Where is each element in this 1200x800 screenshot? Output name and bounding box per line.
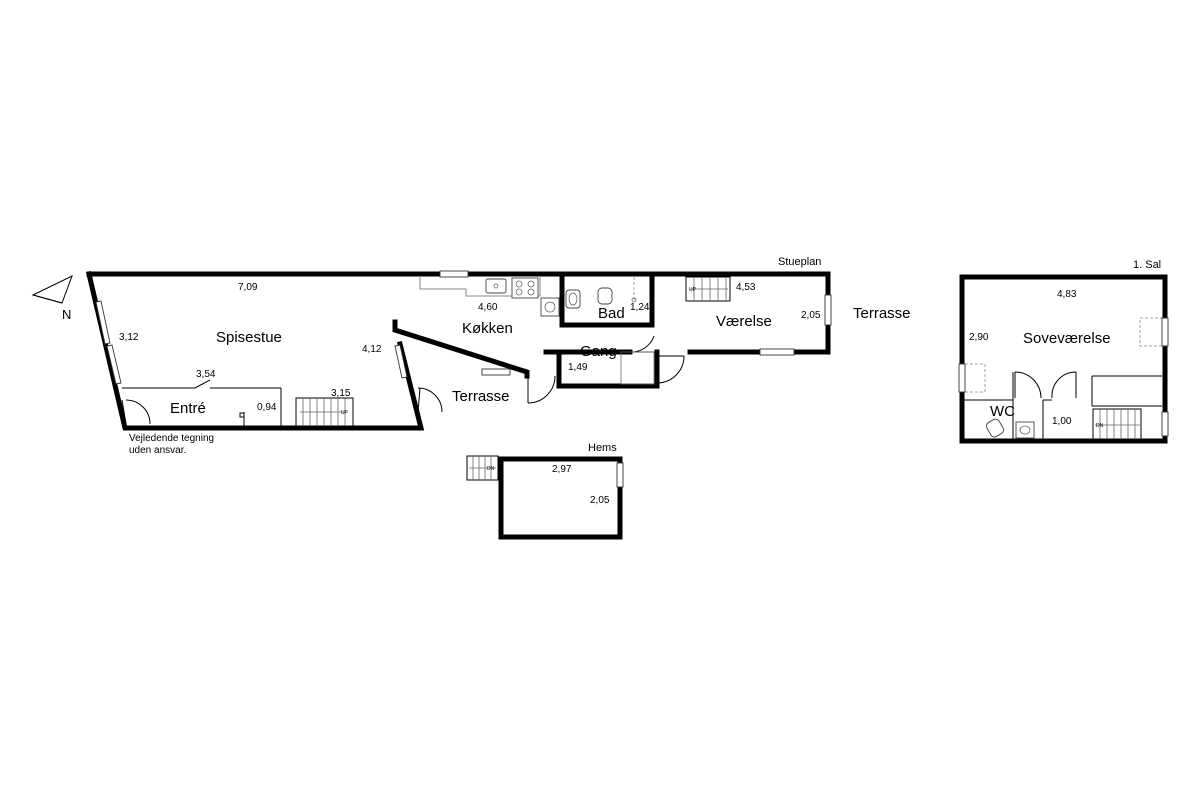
room-label-kokken: Køkken: [462, 320, 513, 337]
door-gang: [629, 335, 655, 353]
sink-icon: [485, 278, 507, 294]
door-entre-inner: [194, 379, 211, 389]
skylight: [964, 363, 986, 393]
disclaimer-line-1: Vejledende tegning: [129, 433, 214, 444]
window: [106, 344, 122, 385]
loft-plan: Hems DN 2,97 2,05: [466, 442, 624, 540]
door-entre: [121, 399, 151, 425]
dim-label: 2,97: [552, 464, 572, 475]
room-label-vaerelse: Værelse: [716, 313, 772, 330]
svg-text:DN: DN: [1096, 423, 1104, 429]
dim-label: 4,60: [478, 302, 498, 313]
north-label: N: [62, 307, 71, 322]
dim-label: 2,05: [801, 310, 821, 321]
dim-label: 3,15: [331, 388, 351, 399]
dim-label: 3,54: [196, 369, 216, 380]
window: [1161, 411, 1169, 437]
room-label-gang: Gang: [580, 343, 617, 360]
window: [759, 348, 795, 356]
room-label-bad: Bad: [598, 305, 625, 322]
room-label-entre: Entré: [170, 400, 206, 417]
toilet-icon: [597, 287, 613, 305]
dim-label: 1,24: [630, 302, 650, 313]
washing-machine-icon: [540, 297, 560, 317]
room-label-terrasse-right: Terrasse: [853, 305, 911, 322]
dim-label: 4,83: [1057, 289, 1077, 300]
dim-label: 1,00: [1052, 416, 1072, 427]
dim-label: 2,90: [969, 332, 989, 343]
outer-walls-first: [959, 274, 1168, 444]
sink-icon: [565, 289, 581, 309]
window: [616, 462, 624, 488]
svg-text:UP: UP: [341, 410, 349, 416]
dim-label: 2,05: [590, 495, 610, 506]
outer-wall-left: [85, 270, 425, 431]
window: [95, 300, 111, 345]
window: [439, 270, 469, 278]
window: [958, 363, 966, 393]
compass: N: [31, 275, 73, 322]
door-terrasse-left: [417, 387, 443, 413]
door-terrasse-gang: [527, 375, 556, 404]
window: [481, 368, 511, 376]
dim-label: 4,53: [736, 282, 756, 293]
window: [824, 294, 832, 326]
room-label-sovevaerelse: Soveværelse: [1023, 330, 1111, 347]
toilet-icon: [985, 418, 1005, 438]
door-wc: [1014, 371, 1042, 399]
dim-label: 1,49: [568, 362, 588, 373]
north-arrow-icon: [31, 275, 73, 304]
kitchen-diagonal-wall: [392, 319, 530, 379]
loft-walls: [498, 456, 623, 540]
dim-label: 0,94: [257, 402, 277, 413]
stair-up-spisestue: UP: [295, 397, 354, 427]
door-vaerelse: [656, 355, 685, 384]
kitchen-counter: [419, 277, 541, 297]
stair-down-hems: DN: [466, 455, 499, 481]
dim-label: 7,09: [238, 282, 258, 293]
window: [394, 344, 408, 379]
first-floor-plan: 1. Sal DN: [958, 259, 1169, 444]
dim-label: 4,12: [362, 344, 382, 355]
room-label-terrasse: Terrasse: [452, 388, 510, 405]
disclaimer-line-2: uden ansvar.: [129, 445, 186, 456]
sink-icon: [1015, 421, 1035, 439]
floor-label-ground: Stueplan: [778, 256, 821, 268]
skylight: [1139, 317, 1163, 347]
door-hall: [1051, 371, 1077, 399]
window: [1161, 317, 1169, 347]
room-label-spisestue: Spisestue: [216, 329, 282, 346]
cupboard: [620, 351, 655, 385]
stove-icon: [511, 277, 539, 299]
stair-down-first: DN: [1092, 408, 1142, 440]
floor-label-first: 1. Sal: [1133, 259, 1161, 271]
stair-up-vaerelse: UP: [685, 276, 731, 302]
ground-floor-plan: Stueplan: [85, 256, 911, 431]
svg-text:DN: DN: [487, 466, 495, 472]
floor-label-hems: Hems: [588, 442, 617, 454]
dim-label: 3,12: [119, 332, 139, 343]
svg-text:UP: UP: [689, 287, 697, 293]
room-label-wc: WC: [990, 403, 1015, 420]
